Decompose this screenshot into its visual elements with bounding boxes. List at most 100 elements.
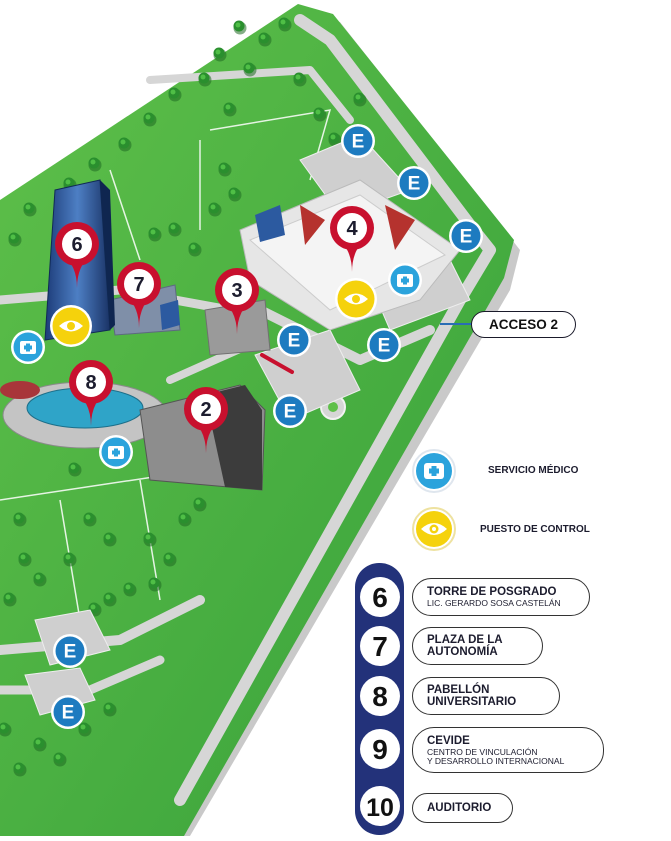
tree bbox=[163, 552, 177, 567]
map-pin-number: 7 bbox=[133, 274, 144, 296]
tree bbox=[193, 497, 207, 512]
parking-letter: E bbox=[460, 227, 473, 248]
tree bbox=[168, 87, 182, 102]
destination-label-7: PLAZA DE LA AUTONOMÍA bbox=[412, 627, 543, 665]
medical-cross-icon bbox=[11, 330, 45, 364]
tree bbox=[278, 17, 292, 32]
map-pins: 6 7 3 4 8 2 bbox=[55, 206, 374, 453]
map-service-icons bbox=[11, 263, 422, 469]
parking-letter: E bbox=[64, 642, 77, 663]
legend-medical-label: SERVICIO MÉDICO bbox=[488, 465, 579, 476]
destination-number-8: 8 bbox=[360, 676, 400, 716]
parking-letter: E bbox=[62, 703, 75, 724]
destination-title: AUDITORIO bbox=[427, 802, 492, 814]
tree bbox=[118, 137, 132, 152]
map-pin-7: 7 bbox=[117, 262, 161, 328]
tree bbox=[103, 532, 117, 547]
access-connector bbox=[440, 323, 472, 325]
tree bbox=[353, 92, 367, 107]
map-pin-number: 4 bbox=[346, 218, 358, 240]
destination-label-9: CEVIDE CENTRO DE VINCULACIÓN Y DESARROLL… bbox=[412, 727, 604, 773]
trees bbox=[0, 17, 367, 777]
parking-badge: E bbox=[51, 695, 85, 729]
tree bbox=[198, 72, 212, 87]
destination-label-8: PABELLÓN UNIVERSITARIO bbox=[412, 677, 560, 715]
destination-label-10: AUDITORIO bbox=[412, 793, 513, 823]
destination-number: 10 bbox=[366, 794, 394, 822]
access-road-marker bbox=[260, 353, 294, 374]
parking-badge: E bbox=[341, 124, 375, 158]
tree bbox=[218, 162, 232, 177]
tree bbox=[313, 107, 327, 122]
tree bbox=[88, 157, 102, 172]
destination-title: PLAZA DE LA AUTONOMÍA bbox=[427, 634, 503, 658]
parking-badge: E bbox=[397, 166, 431, 200]
map-pin-3: 3 bbox=[215, 268, 259, 334]
tree bbox=[103, 592, 117, 607]
eye-icon bbox=[335, 278, 377, 320]
tree bbox=[228, 187, 242, 202]
legend-control-label: PUESTO DE CONTROL bbox=[480, 524, 590, 535]
tree bbox=[123, 582, 137, 597]
tree bbox=[148, 577, 162, 592]
tree bbox=[213, 47, 227, 62]
tree bbox=[293, 72, 307, 87]
destination-title: TORRE DE POSGRADO bbox=[427, 586, 557, 598]
parking-badge: E bbox=[277, 323, 311, 357]
parking-badge: E bbox=[449, 219, 483, 253]
parking-badges: E E E E E E E E bbox=[51, 124, 483, 729]
tree bbox=[33, 572, 47, 587]
tree bbox=[63, 552, 77, 567]
tree bbox=[233, 20, 247, 35]
tree bbox=[148, 227, 162, 242]
tree bbox=[103, 702, 117, 717]
destination-title: PABELLÓN UNIVERSITARIO bbox=[427, 684, 517, 708]
tree bbox=[208, 202, 222, 217]
medical-cross-icon bbox=[412, 449, 456, 493]
tree bbox=[33, 737, 47, 752]
tree bbox=[53, 752, 67, 767]
tree bbox=[168, 222, 182, 237]
tree bbox=[18, 552, 32, 567]
map-pin-8: 8 bbox=[69, 360, 113, 426]
destination-subtitle: CENTRO DE VINCULACIÓN Y DESARROLLO INTER… bbox=[427, 746, 565, 766]
parking-letter: E bbox=[352, 132, 365, 153]
tree bbox=[83, 512, 97, 527]
destination-subtitle: LIC. GERARDO SOSA CASTELÁN bbox=[427, 598, 561, 608]
building-blue-small bbox=[160, 205, 285, 330]
destination-number: 6 bbox=[372, 582, 388, 613]
destination-number: 8 bbox=[372, 681, 388, 712]
tree bbox=[13, 762, 27, 777]
map-pin-6: 6 bbox=[55, 222, 99, 288]
parking-letter: E bbox=[288, 331, 301, 352]
destination-number-9: 9 bbox=[360, 729, 400, 769]
destination-number: 7 bbox=[372, 631, 388, 662]
tree bbox=[243, 62, 257, 77]
parking-badge: E bbox=[53, 634, 87, 668]
tree bbox=[0, 722, 12, 737]
parking-letter: E bbox=[378, 336, 391, 357]
destination-number-7: 7 bbox=[360, 626, 400, 666]
parking-letter: E bbox=[284, 402, 297, 423]
parking-badge: E bbox=[367, 328, 401, 362]
tree bbox=[328, 132, 342, 147]
map-pin-2: 2 bbox=[184, 387, 228, 453]
destination-title: CEVIDE bbox=[427, 734, 470, 747]
map-pin-number: 2 bbox=[200, 399, 211, 421]
map-pin-number: 3 bbox=[231, 280, 242, 302]
tree bbox=[178, 512, 192, 527]
tree bbox=[3, 592, 17, 607]
map-pin-4: 4 bbox=[330, 206, 374, 272]
tree bbox=[143, 112, 157, 127]
tree bbox=[13, 512, 27, 527]
destination-number-10: 10 bbox=[360, 786, 400, 826]
tree bbox=[223, 102, 237, 117]
legend-icons bbox=[412, 449, 456, 551]
tree bbox=[68, 462, 82, 477]
tree bbox=[258, 32, 272, 47]
parking-letter: E bbox=[408, 174, 421, 195]
tree bbox=[8, 232, 22, 247]
medical-cross-icon bbox=[99, 435, 133, 469]
